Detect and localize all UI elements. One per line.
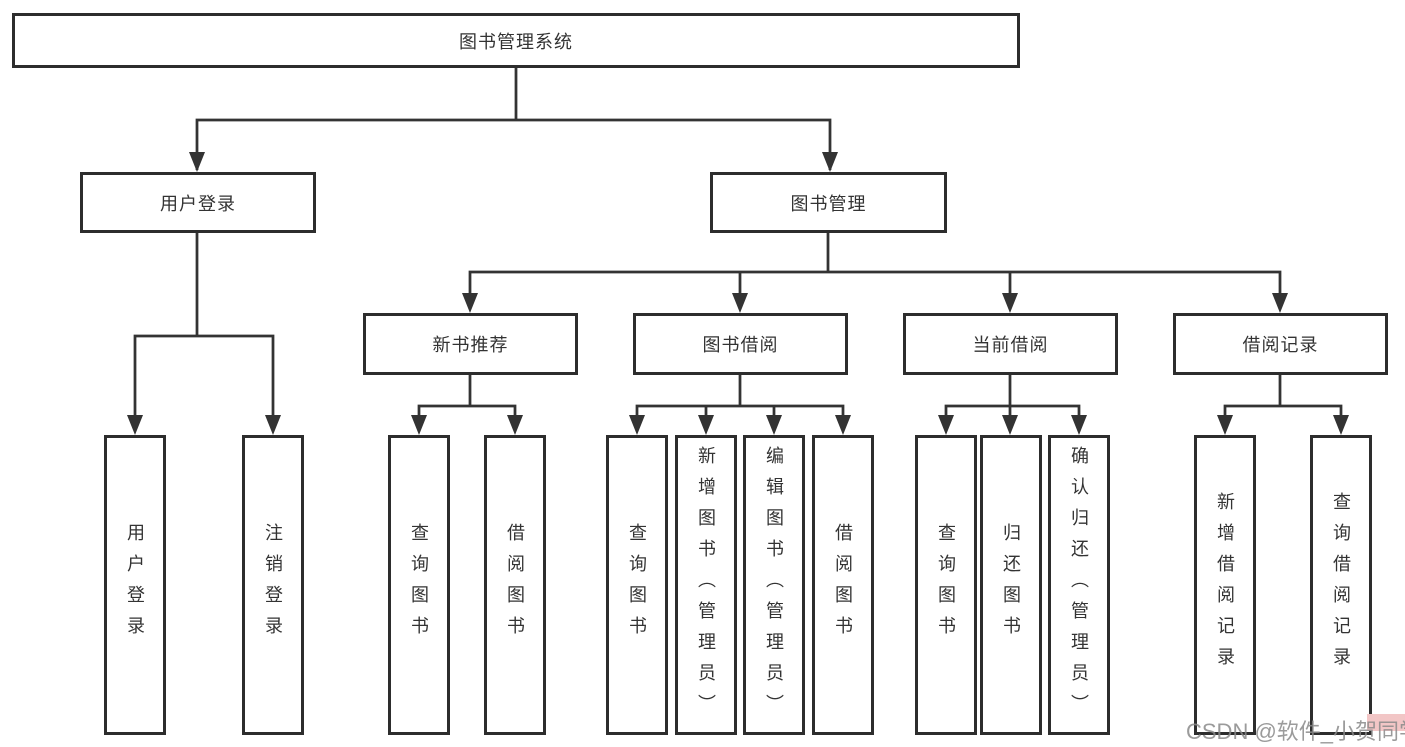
node-label: 注销登录 [263, 523, 283, 647]
node-book-borrowing: 图书借阅 [633, 313, 848, 375]
leaf-query-books-current: 查询图书 [915, 435, 977, 735]
node-library-management-system: 图书管理系统 [12, 13, 1020, 68]
leaf-add-borrow-record: 新增借阅记录 [1194, 435, 1256, 735]
leaf-return-book: 归还图书 [980, 435, 1042, 735]
node-label: 用户登录 [160, 193, 236, 214]
leaf-add-book-admin: 新增图书（管理员） [675, 435, 737, 735]
leaf-logout: 注销登录 [242, 435, 304, 735]
leaf-user-login: 用户登录 [104, 435, 166, 735]
node-label: 借阅图书 [505, 523, 525, 647]
node-label: 查询图书 [409, 523, 429, 647]
node-label: 编辑图书（管理员） [764, 445, 784, 725]
node-label: 借阅图书 [833, 523, 853, 647]
node-label: 新增图书（管理员） [696, 445, 716, 725]
node-book-management: 图书管理 [710, 172, 947, 233]
node-label: 新书推荐 [432, 335, 509, 355]
leaf-edit-book-admin: 编辑图书（管理员） [743, 435, 805, 735]
node-label: 图书管理系统 [459, 31, 573, 52]
node-borrowing-records: 借阅记录 [1173, 313, 1388, 375]
node-new-book-recommendation: 新书推荐 [363, 313, 578, 375]
node-current-borrowing: 当前借阅 [903, 313, 1118, 375]
node-label: 确认归还（管理员） [1069, 445, 1089, 725]
tree-edges [133, 68, 1343, 417]
leaf-confirm-return-admin: 确认归还（管理员） [1048, 435, 1110, 735]
node-label: 新增借阅记录 [1215, 492, 1235, 678]
node-label: 归还图书 [1001, 523, 1021, 647]
node-label: 查询借阅记录 [1331, 492, 1351, 678]
node-label: 图书借阅 [702, 335, 779, 355]
node-label: 查询图书 [936, 523, 956, 647]
csdn-watermark: CSDN @软件_小贺同学 [1186, 719, 1405, 744]
node-label: 用户登录 [125, 523, 145, 647]
leaf-borrow-books-recommend: 借阅图书 [484, 435, 546, 735]
arrowhead-icons [127, 152, 1349, 435]
node-user-login: 用户登录 [80, 172, 316, 233]
leaf-query-books-recommend: 查询图书 [388, 435, 450, 735]
leaf-borrow-books: 借阅图书 [812, 435, 874, 735]
leaf-query-books-borrow: 查询图书 [606, 435, 668, 735]
node-label: 当前借阅 [972, 335, 1049, 355]
leaf-query-borrow-record: 查询借阅记录 [1310, 435, 1372, 735]
node-label: 借阅记录 [1242, 335, 1319, 355]
node-label: 图书管理 [790, 193, 867, 214]
node-label: 查询图书 [627, 523, 647, 647]
watermark-accent-block [1367, 714, 1405, 731]
